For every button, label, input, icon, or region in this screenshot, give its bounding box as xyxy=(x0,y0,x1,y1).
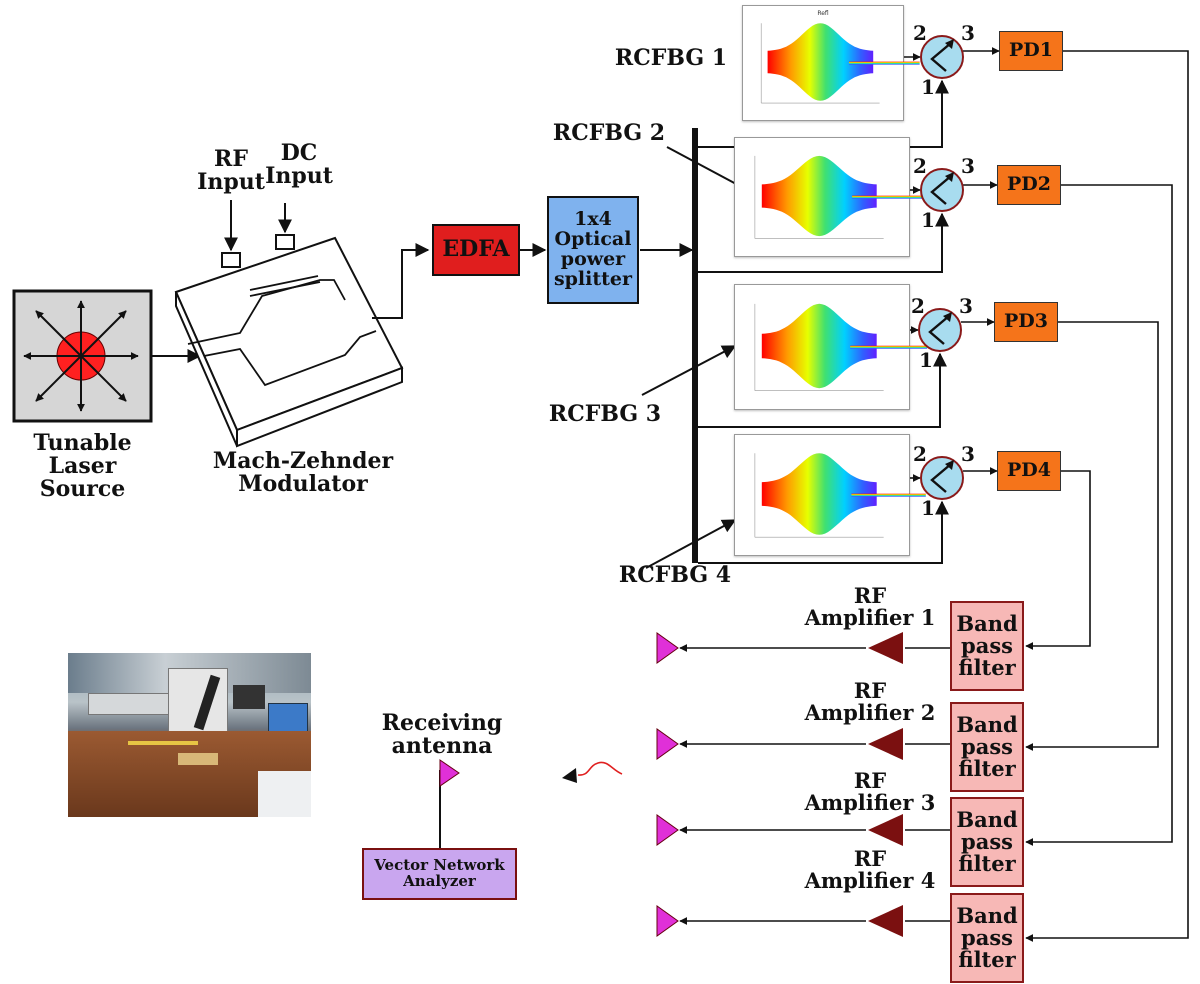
rcfbg-1-spectrum: Refl xyxy=(742,5,904,121)
rcfbg-3-spectrum xyxy=(734,284,910,410)
mzm-label: Mach-Zehnder Modulator xyxy=(212,448,394,498)
mach-zehnder-modulator xyxy=(174,234,404,448)
photodetector-3: PD3 xyxy=(994,302,1058,342)
photodetector-2: PD2 xyxy=(997,165,1061,205)
edfa-block: EDFA xyxy=(432,224,520,276)
circulator-2-port-1: 1 xyxy=(921,208,935,232)
rf-amplifier-3-icon xyxy=(868,814,903,846)
vector-network-analyzer-block: Vector Network Analyzer xyxy=(362,848,517,900)
rcfbg-3-label: RCFBG 3 xyxy=(548,401,662,427)
band-pass-filter-1: Band pass filter xyxy=(950,601,1024,691)
circulator-1-port-2: 2 xyxy=(913,21,927,45)
circulator-4-port-3: 3 xyxy=(961,442,975,466)
rcfbg-4-label: RCFBG 4 xyxy=(618,562,732,588)
rf-amplifier-1-icon xyxy=(868,632,903,664)
rf-amplifier-2-label: RF Amplifier 2 xyxy=(804,678,936,726)
rcfbg-2-label: RCFBG 2 xyxy=(552,120,666,146)
receiving-antenna-icon xyxy=(439,759,460,787)
circulator-3-port-3: 3 xyxy=(959,294,973,318)
rcfbg-4-spectrum xyxy=(734,434,910,556)
rf-amplifier-row-4 xyxy=(656,905,950,937)
rf-amplifier-1-label: RF Amplifier 1 xyxy=(804,583,936,631)
receiving-antenna-label: Receiving antenna xyxy=(381,710,503,760)
transmit-antenna-1-icon xyxy=(656,632,679,664)
rf-amplifier-row-1 xyxy=(656,632,950,664)
circulator-2-port-2: 2 xyxy=(913,154,927,178)
circulator-4-port-1: 1 xyxy=(921,496,935,520)
circulator-4-port-2: 2 xyxy=(913,442,927,466)
circulator-1-port-3: 3 xyxy=(961,21,975,45)
band-pass-filter-2: Band pass filter xyxy=(950,702,1024,792)
rcfbg-1-label: RCFBG 1 xyxy=(614,45,728,71)
lab-setup-photo xyxy=(68,653,311,817)
rf-amplifier-row-3 xyxy=(656,814,950,846)
circulator-3-port-1: 1 xyxy=(919,348,933,372)
circulator-2-port-3: 3 xyxy=(961,154,975,178)
transmit-antenna-3-icon xyxy=(656,814,679,846)
dc-input-label: DC Input xyxy=(265,140,333,190)
tunable-laser-source xyxy=(12,289,153,423)
rf-amplifier-2-icon xyxy=(868,728,903,760)
rf-amplifier-3-label: RF Amplifier 3 xyxy=(804,768,936,816)
rcfbg-2-spectrum xyxy=(734,137,910,257)
circulator-3-port-2: 2 xyxy=(911,294,925,318)
rf-amplifier-row-2 xyxy=(656,728,950,760)
band-pass-filter-3: Band pass filter xyxy=(950,797,1024,887)
rf-amplifier-4-icon xyxy=(868,905,903,937)
photodetector-1: PD1 xyxy=(999,31,1063,71)
transmit-antenna-4-icon xyxy=(656,905,679,937)
band-pass-filter-4: Band pass filter xyxy=(950,893,1024,983)
laser-label: Tunable Laser Source xyxy=(33,430,132,503)
photodetector-4: PD4 xyxy=(997,451,1061,491)
optical-power-splitter-block: 1x4 Optical power splitter xyxy=(547,196,639,304)
rf-input-label: RF Input xyxy=(197,146,265,196)
circulator-1-port-1: 1 xyxy=(921,75,935,99)
transmit-antenna-2-icon xyxy=(656,728,679,760)
rf-amplifier-4-label: RF Amplifier 4 xyxy=(804,846,936,894)
